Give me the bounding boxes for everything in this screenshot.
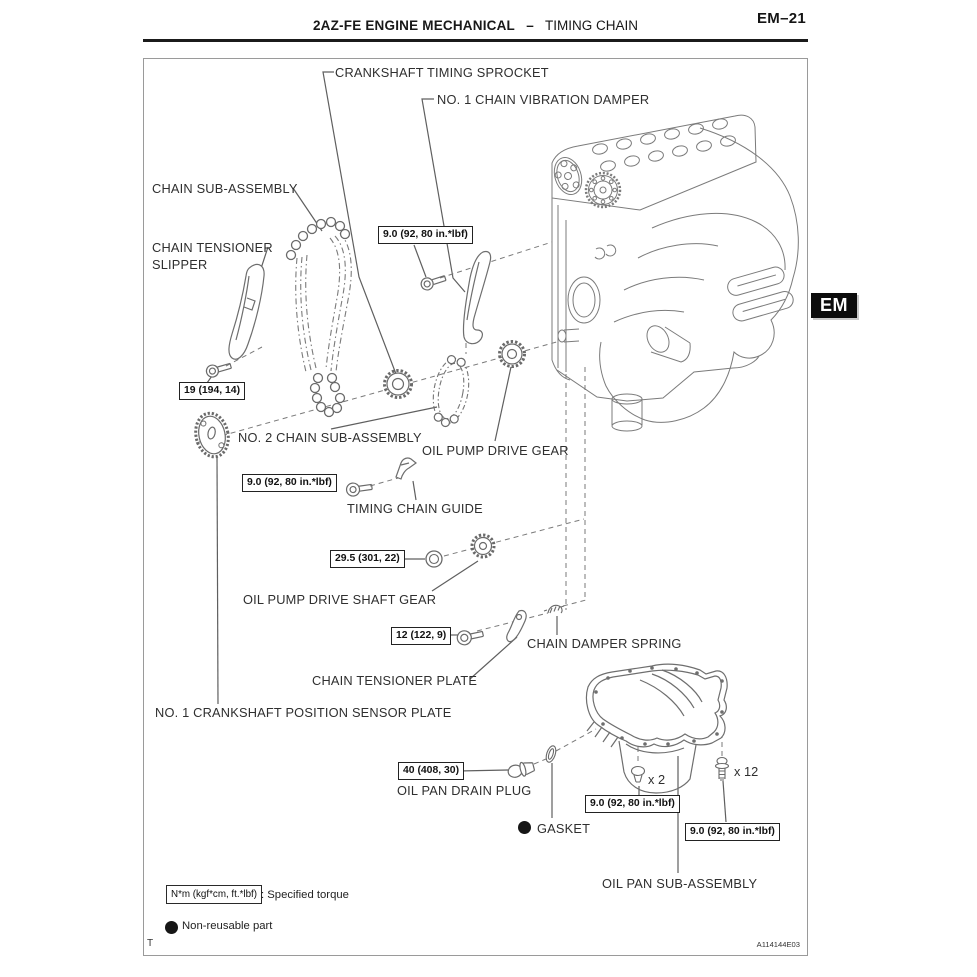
intake-horns [727, 266, 794, 322]
chain-damper-spring-part [543, 604, 565, 614]
legend-non-reusable-dot-icon [165, 921, 178, 934]
torque-box-shaft-gear-nut: 29.5 (301, 22) [330, 550, 405, 568]
timing-chain-guide-part [395, 457, 417, 480]
label-chain-tensioner-plate: CHAIN TENSIONER PLATE [312, 673, 478, 688]
label-gasket: GASKET [537, 821, 591, 836]
chain-tensioner-plate-part [506, 609, 527, 643]
gasket-part [545, 745, 557, 763]
assembly-dashed-lines [195, 241, 723, 765]
torque-box-drain-plug: 40 (408, 30) [398, 762, 465, 780]
label-no2-chain-sub-assembly: NO. 2 CHAIN SUB-ASSEMBLY [238, 430, 422, 445]
label-chain-sub-assembly: CHAIN SUB-ASSEMBLY [152, 181, 298, 196]
no2-chain-sub-assembly-part [432, 355, 470, 428]
page-number: EM–21 [756, 10, 806, 27]
legend-torque-units-box: N*m (kgf*cm, ft.*lbf) [166, 885, 263, 904]
legend-torque-note: : Specified torque [261, 889, 349, 901]
header-rule [143, 39, 808, 42]
label-no1-crankshaft-position-sensor-plate: NO. 1 CRANKSHAFT POSITION SENSOR PLATE [155, 705, 452, 720]
section-tab: EM [811, 293, 857, 318]
header-topic: TIMING CHAIN [545, 18, 639, 33]
oil-pan-part [585, 663, 728, 794]
label-oil-pump-drive-gear: OIL PUMP DRIVE GEAR [422, 443, 569, 458]
torque-box-slipper-bolt: 19 (194, 14) [179, 382, 246, 400]
bolt-guide [345, 482, 373, 497]
torque-box-tensioner-plate-bolt: 12 (122, 9) [391, 627, 452, 645]
chain-sub-assembly-part [295, 232, 352, 373]
oil-pan-drain-plug-part [507, 761, 536, 778]
page-header: 2AZ-FE ENGINE MECHANICAL – TIMING CHAIN [143, 18, 808, 33]
bolt-slipper [205, 362, 232, 378]
label-oil-pan-drain-plug: OIL PAN DRAIN PLUG [397, 783, 532, 798]
torque-box-guide-bolt: 9.0 (92, 80 in.*lbf) [242, 474, 337, 492]
header-section-title: 2AZ-FE ENGINE MECHANICAL [312, 18, 516, 33]
label-no1-chain-vibration-damper: NO. 1 CHAIN VIBRATION DAMPER [437, 92, 650, 107]
non-reusable-dot-icon [518, 821, 531, 834]
vvt-sprocket [584, 171, 622, 209]
bolt-damper [420, 275, 447, 291]
no1-chain-vibration-damper-part [462, 250, 492, 345]
crankshaft-timing-sprocket-part [383, 369, 413, 399]
bolt-tensioner-plate [456, 630, 484, 646]
chain-tensioner-slipper-part [228, 263, 265, 360]
torque-box-pan-bolt-large: 9.0 (92, 80 in.*lbf) [685, 823, 780, 841]
shaft-gear-nut-part [425, 550, 443, 568]
label-timing-chain-guide: TIMING CHAIN GUIDE [347, 501, 483, 516]
quantity-pan-bolt-large: x 12 [734, 764, 759, 779]
quantity-pan-bolt-small: x 2 [648, 772, 666, 787]
torque-box-damper-bolt: 9.0 (92, 80 in.*lbf) [378, 226, 473, 244]
figure-code: A114144E03 [756, 940, 800, 949]
oil-pump-drive-gear-part [498, 340, 526, 368]
label-oil-pan-sub-assembly: OIL PAN SUB-ASSEMBLY [602, 876, 758, 891]
label-oil-pump-drive-shaft-gear: OIL PUMP DRIVE SHAFT GEAR [243, 592, 437, 607]
pan-bolt-small-part [630, 765, 646, 783]
camshaft-pulley [553, 156, 583, 196]
chain-link-clusters [285, 216, 351, 418]
header-separator: – [526, 18, 535, 33]
pan-bolt-holes [594, 666, 724, 746]
water-inlet-pipe [646, 325, 691, 363]
pan-bolt-large-part [714, 756, 730, 781]
leader-lines [206, 71, 727, 873]
label-chain-tensioner-slipper-line1: CHAIN TENSIONER [152, 240, 273, 255]
oil-pump-drive-shaft-gear-part [470, 533, 496, 559]
label-crankshaft-timing-sprocket: CRANKSHAFT TIMING SPROCKET [335, 65, 549, 80]
crankshaft-position-sensor-plate-part [194, 411, 230, 459]
footer-left-mark: T [147, 938, 154, 949]
label-chain-tensioner-slipper-line2: SLIPPER [152, 257, 208, 272]
label-chain-damper-spring: CHAIN DAMPER SPRING [527, 636, 682, 651]
figure-frame [143, 58, 808, 956]
engine-assembly-art [551, 114, 799, 432]
cam-cap-bumps [592, 118, 736, 172]
torque-box-pan-bolt-small: 9.0 (92, 80 in.*lbf) [585, 795, 680, 813]
legend-non-reusable-label: Non-reusable part [182, 920, 273, 932]
